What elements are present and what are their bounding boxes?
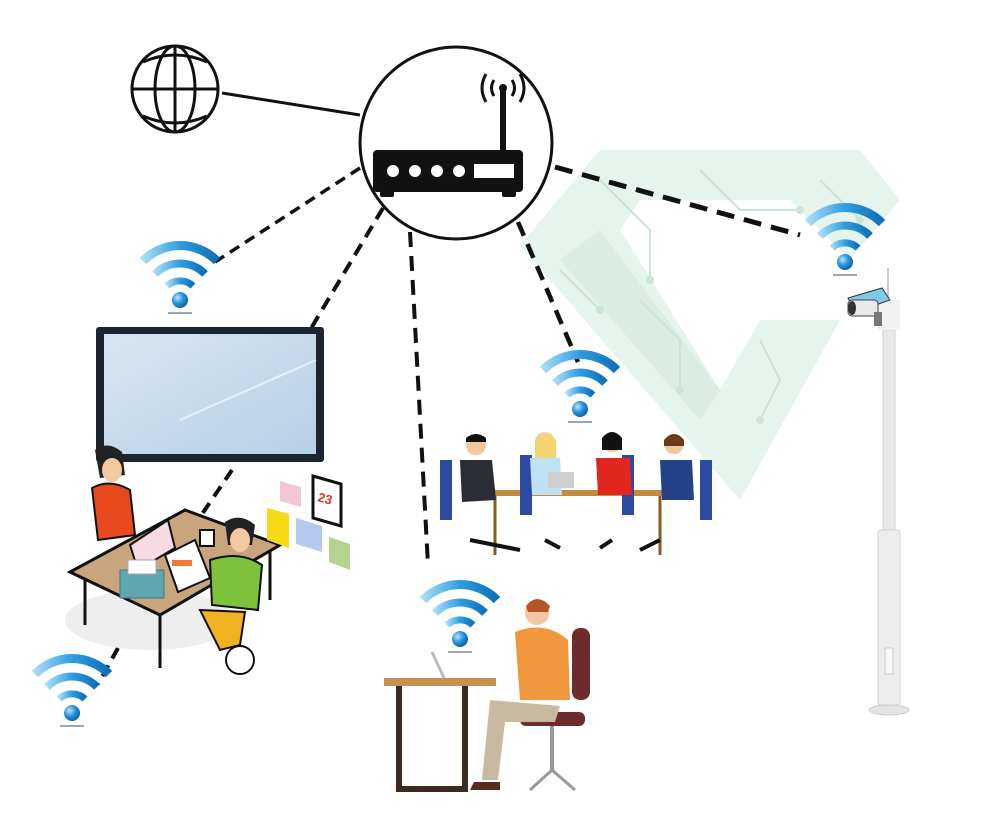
link-desk	[196, 468, 234, 522]
link-display	[308, 206, 385, 332]
router-icon	[358, 45, 554, 241]
link-display-wifi	[214, 166, 361, 264]
wifi-icon-meeting	[543, 355, 617, 423]
smart-display	[96, 327, 324, 462]
coworking-desk-scene	[65, 445, 284, 675]
wifi-icon-desk	[35, 659, 109, 727]
calendar-day: 23	[316, 489, 334, 507]
wifi-icon-display	[143, 246, 217, 314]
link-remote-worker	[408, 231, 430, 566]
internet-link	[221, 91, 361, 117]
calendar-icon: 23	[311, 474, 343, 528]
meeting-scene	[440, 432, 712, 555]
watermark-logo	[520, 150, 900, 500]
cctv-camera-icon	[847, 287, 891, 326]
wall-notes: 23	[267, 474, 350, 570]
link-desk-wifi	[96, 647, 120, 685]
wifi-icon-remote-worker	[423, 585, 497, 653]
link-meeting	[515, 221, 581, 363]
network-links	[96, 91, 801, 685]
remote-worker-scene	[384, 599, 590, 792]
globe-icon	[130, 44, 220, 134]
cctv-camera-pole	[847, 268, 910, 716]
link-cctv	[554, 164, 801, 238]
